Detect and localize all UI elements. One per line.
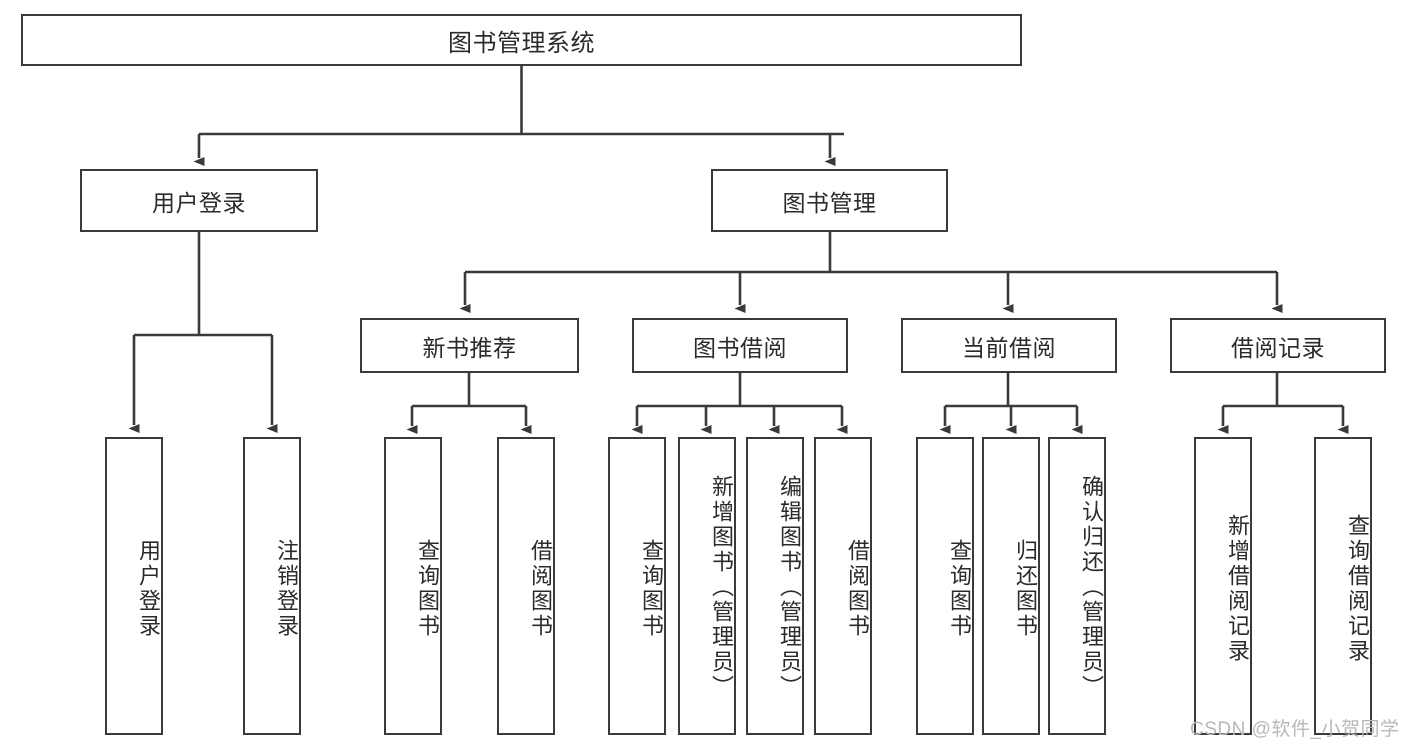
leaf-label: 新增图书（管理员） (709, 475, 734, 700)
leaf-label: 归还图书 (1013, 539, 1038, 639)
node-book-borrow[interactable]: 图书借阅 (632, 318, 848, 373)
leaf-user-login-logout[interactable]: 注销登录 (243, 437, 301, 735)
node-user-login[interactable]: 用户登录 (80, 169, 318, 232)
leaf-user-login-login[interactable]: 用户登录 (105, 437, 163, 735)
leaf-label: 编辑图书（管理员） (777, 475, 802, 700)
leaf-label: 查询图书 (947, 539, 972, 639)
leaf-borrow-record-add[interactable]: 新增借阅记录 (1194, 437, 1252, 735)
leaf-book-borrow-query[interactable]: 查询图书 (608, 437, 666, 735)
node-new-book-recommend[interactable]: 新书推荐 (360, 318, 579, 373)
leaf-new-book-query[interactable]: 查询图书 (384, 437, 442, 735)
leaf-new-book-borrow[interactable]: 借阅图书 (497, 437, 555, 735)
leaf-label: 用户登录 (136, 539, 161, 639)
node-current-borrow[interactable]: 当前借阅 (901, 318, 1117, 373)
leaf-label: 借阅图书 (528, 539, 553, 639)
leaf-current-borrow-return[interactable]: 归还图书 (982, 437, 1040, 735)
leaf-current-borrow-confirm-return[interactable]: 确认归还（管理员） (1048, 437, 1106, 735)
node-borrow-record[interactable]: 借阅记录 (1170, 318, 1386, 373)
node-book-management[interactable]: 图书管理 (711, 169, 948, 232)
leaf-label: 查询图书 (639, 539, 664, 639)
leaf-label: 查询借阅记录 (1345, 514, 1370, 664)
leaf-label: 新增借阅记录 (1225, 514, 1250, 664)
leaf-label: 借阅图书 (845, 539, 870, 639)
leaf-label: 确认归还（管理员） (1079, 475, 1104, 700)
leaf-borrow-record-query[interactable]: 查询借阅记录 (1314, 437, 1372, 735)
node-root-system[interactable]: 图书管理系统 (21, 14, 1022, 66)
leaf-label: 查询图书 (415, 539, 440, 639)
leaf-book-borrow-borrow[interactable]: 借阅图书 (814, 437, 872, 735)
leaf-book-borrow-edit[interactable]: 编辑图书（管理员） (746, 437, 804, 735)
leaf-current-borrow-query[interactable]: 查询图书 (916, 437, 974, 735)
leaf-book-borrow-add[interactable]: 新增图书（管理员） (678, 437, 736, 735)
leaf-label: 注销登录 (274, 539, 299, 639)
